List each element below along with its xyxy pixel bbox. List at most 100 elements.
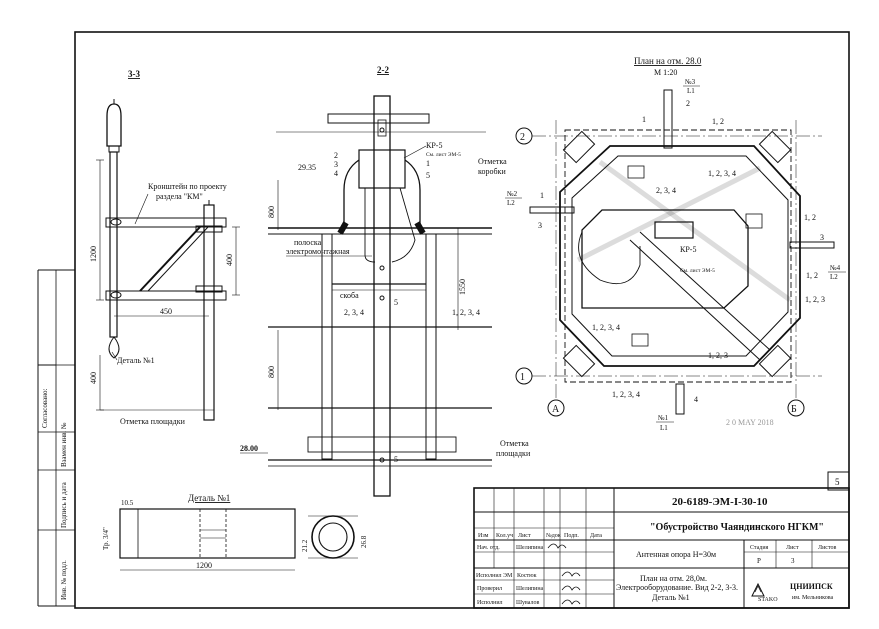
name-2: Шелипина	[516, 586, 544, 592]
sheet-title-2: Электрооборудование. Вид 2-2, 3-3.	[616, 583, 738, 592]
dim-1200-detail: 1200	[196, 561, 212, 570]
marks-1234-22: 1, 2, 3, 4	[452, 308, 480, 317]
ref4-num: №4	[830, 264, 841, 272]
ref3-num: №3	[685, 78, 696, 86]
col-list: Лист	[518, 533, 531, 539]
stamp-date: 2 0 MAY 2018	[726, 418, 774, 427]
clamp-label: скоба	[340, 291, 359, 300]
kp5-22: КР-5	[426, 141, 442, 150]
detail-ref-33: Деталь №1	[117, 356, 155, 365]
dim-1550-22: 1550	[458, 279, 467, 295]
detail-1: Деталь №1 10.5 Тр. 3/4" 21.2 1200 26.8	[102, 493, 368, 571]
agreed-label: Согласовано:	[41, 389, 49, 428]
col-sign: Подп.	[564, 533, 579, 539]
dim-105: 10.5	[121, 499, 134, 507]
label-5b-22: 5	[394, 455, 398, 464]
strip-1: полоска	[294, 238, 322, 247]
role-1: Исполнил ЭМ	[476, 573, 513, 579]
replaced-label: Взамен инв. №	[60, 422, 68, 467]
signature-mark	[561, 599, 581, 605]
section-2-2: 2-2 800 800 1550	[240, 65, 531, 497]
section-33-title: 3-3	[128, 69, 140, 79]
col-izm: Изм	[478, 533, 489, 539]
section-3-3: 3-3 1200 400 450 400	[89, 69, 240, 426]
plan-mark-123b: 1, 2, 3	[708, 351, 728, 360]
name-1: Костюк	[517, 573, 537, 579]
sheet-number: 5	[835, 477, 840, 487]
strip-2: электромонтажная	[286, 247, 350, 256]
org-2: им. Мельникова	[792, 595, 833, 601]
plan-kp5: КР-5	[680, 245, 696, 254]
role-0: Нач. отд.	[477, 545, 500, 551]
ref1-sheet: L1	[660, 424, 668, 432]
plan-view: План на отм. 28.0 М 1:20 2 1 А Б	[505, 56, 846, 432]
plan-mark-3b: 3	[820, 233, 824, 242]
ref1-num: №1	[658, 414, 669, 422]
plan-mark-3a: 3	[538, 221, 542, 230]
dim-450-33: 450	[160, 307, 172, 316]
object-name: Антенная опора Н=30м	[636, 550, 716, 559]
bracket-note-2: раздела "КМ"	[156, 192, 203, 201]
lbl-22-1: 1	[426, 159, 430, 168]
dim-800-top-22: 800	[267, 206, 276, 218]
sheet-ref-22: См. лист ЭМ-5	[426, 152, 461, 158]
dim-800-bottom-22: 800	[267, 366, 276, 378]
marks-234-22: 2, 3, 4	[344, 308, 364, 317]
name-0: Шелипина	[516, 545, 544, 551]
col-doc: №док	[546, 533, 561, 539]
sign-date-label: Подпись и дата	[60, 481, 68, 528]
plan-scale: М 1:20	[654, 68, 677, 77]
plan-mark-234a: 2, 3, 4	[656, 186, 676, 195]
plan-mark-1b: 1	[540, 191, 544, 200]
stage-header: Стадия	[750, 545, 769, 551]
box-mark-2: коробки	[478, 167, 506, 176]
bracket-note-1: Кронштейн по проекту	[148, 182, 227, 191]
dim-268: 26.8	[360, 535, 368, 548]
inv-no-label: Инв. № подл.	[60, 560, 68, 600]
section-22-title: 2-2	[377, 65, 389, 75]
sheet-frame	[37, 31, 850, 609]
dim-400-top-33: 400	[225, 254, 234, 266]
lbl-22-2: 2	[334, 151, 338, 160]
role-2: Проверил	[477, 586, 502, 592]
sheets-header: Листов	[818, 545, 836, 551]
dim-1200-33: 1200	[89, 246, 98, 262]
ref3-sheet: L1	[687, 87, 695, 95]
doc-code: 20-6189-ЭМ-I-30-10	[672, 496, 768, 508]
plan-title: План на отм. 28.0	[634, 56, 702, 66]
lbl-22-3: 3	[334, 160, 338, 169]
lbl-22-4: 4	[334, 169, 338, 178]
sheet-value: 3	[791, 557, 795, 565]
plan-mark-1234b: 1, 2, 3, 4	[592, 323, 620, 332]
axis-2: 2	[520, 132, 525, 143]
sheet-title-3: Деталь №1	[652, 593, 690, 602]
plan-mark-1234c: 1, 2, 3, 4	[612, 390, 640, 399]
axis-a: А	[552, 404, 560, 415]
plan-mark-1234a: 1, 2, 3, 4	[708, 169, 736, 178]
plan-mark-12b: 1, 2	[804, 213, 816, 222]
box-mark-1: Отметка	[478, 157, 507, 166]
role-3: Исполнил	[477, 600, 503, 606]
sheet-header: Лист	[786, 545, 799, 551]
platform-2-22: площадки	[496, 449, 531, 458]
lbl-22-5: 5	[426, 171, 430, 180]
axis-b: Б	[791, 404, 797, 415]
plan-mark-12c: 1, 2	[806, 271, 818, 280]
ref2-num: №2	[507, 190, 518, 198]
org-1: ЦНИИПСК	[790, 582, 833, 591]
stako-logo-icon	[751, 582, 765, 597]
detail-1-title: Деталь №1	[188, 493, 230, 503]
stage-value: Р	[757, 557, 761, 565]
plan-mark-4a: 4	[694, 395, 698, 404]
ref2-sheet: L2	[507, 199, 515, 207]
plan-mark-1a: 1	[642, 115, 646, 124]
plan-mark-12a: 1, 2	[712, 117, 724, 126]
ref4-sheet: L2	[830, 273, 838, 281]
platform-mark-33: Отметка площадки	[120, 417, 186, 426]
label-5-22: 5	[394, 298, 398, 307]
signature-mark	[561, 585, 581, 591]
col-kol: Кол.уч	[496, 533, 513, 539]
col-date: Дата	[590, 533, 602, 539]
